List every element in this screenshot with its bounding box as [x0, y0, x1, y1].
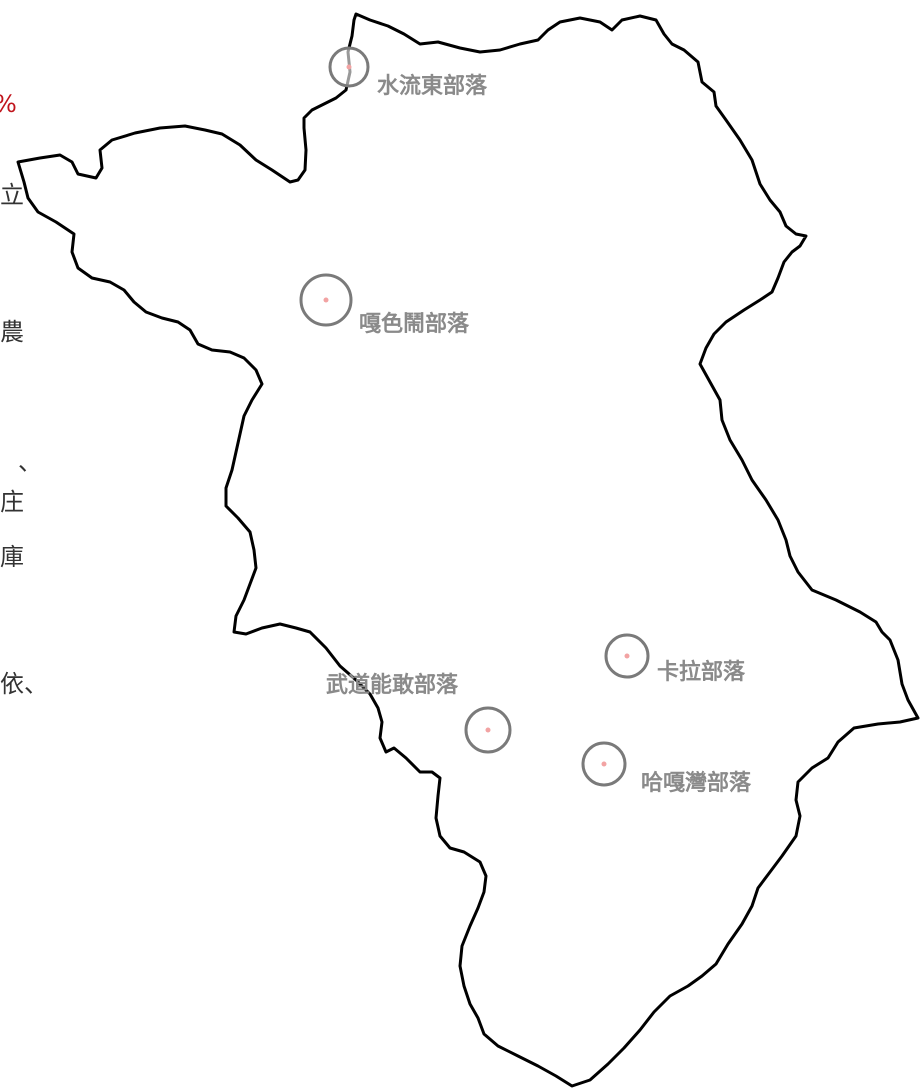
village-marker-wudaoneng[interactable] — [464, 706, 512, 754]
location-dot — [601, 761, 607, 767]
location-dot — [346, 64, 352, 70]
village-label-shuiliudong[interactable]: 水流東部落 — [377, 73, 488, 99]
village-label-hagawan[interactable]: 哈嘎灣部落 — [641, 770, 752, 796]
village-marker-gasegen[interactable] — [299, 273, 353, 327]
accent-glyph: % — [0, 90, 17, 118]
district-boundary — [16, 12, 920, 1088]
village-marker-hagawan[interactable] — [581, 741, 627, 787]
location-dot — [485, 727, 491, 733]
side-text-fragment: 立 — [0, 181, 24, 209]
village-label-kala[interactable]: 卡拉部落 — [657, 659, 746, 685]
village-label-wudaoneng[interactable]: 武道能敢部落 — [326, 672, 459, 698]
village-marker-shuiliudong[interactable] — [328, 46, 370, 88]
side-text-fragment: 、 — [18, 448, 42, 476]
location-dot — [323, 297, 329, 303]
left-edge-text: % 立 農 、 庄 庫 依、 — [0, 90, 48, 698]
side-text-fragment: 農 — [0, 318, 24, 346]
village-markers — [299, 46, 650, 787]
village-labels: 水流東部落 嘎色鬧部落 武道能敢部落 卡拉部落 哈嘎灣部落 — [326, 73, 752, 796]
side-text-fragment: 庄 — [0, 488, 24, 516]
village-label-gasegen[interactable]: 嘎色鬧部落 — [359, 311, 470, 337]
side-text-fragment: 庫 — [0, 543, 24, 571]
side-text-fragment: 依、 — [0, 670, 48, 698]
village-marker-kala[interactable] — [604, 633, 650, 679]
location-dot — [624, 653, 630, 659]
